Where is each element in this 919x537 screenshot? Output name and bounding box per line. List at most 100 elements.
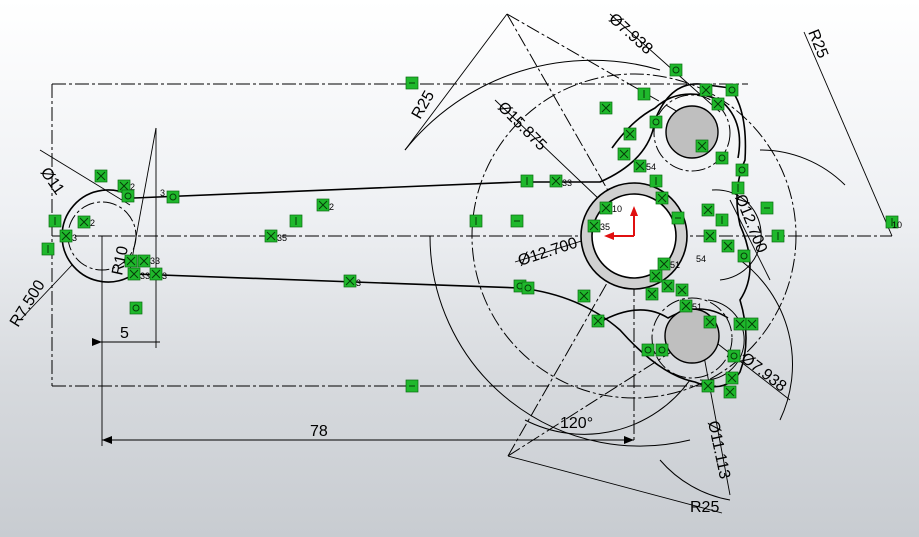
- coincident-relation-icon[interactable]: [745, 317, 759, 331]
- coincident-relation-icon[interactable]: [94, 169, 108, 183]
- coincident-relation-icon[interactable]: [577, 289, 591, 303]
- vertical-relation-icon[interactable]: [885, 215, 899, 229]
- tangent-relation-icon[interactable]: [715, 151, 729, 165]
- vertical-relation-icon[interactable]: [731, 181, 745, 195]
- vertical-relation-icon[interactable]: [469, 214, 483, 228]
- coincident-relation-icon[interactable]: [264, 229, 278, 243]
- coincident-relation-icon[interactable]: [127, 267, 141, 281]
- coincident-relation-icon[interactable]: [623, 127, 637, 141]
- coincident-relation-icon[interactable]: [733, 317, 747, 331]
- coincident-relation-icon[interactable]: [695, 139, 709, 153]
- tangent-relation-icon[interactable]: [655, 343, 669, 357]
- coincident-relation-icon[interactable]: [649, 269, 663, 283]
- dim-r7500[interactable]: R7.500: [7, 277, 49, 330]
- coincident-relation-icon[interactable]: [657, 257, 671, 271]
- horizontal-relation-icon[interactable]: [510, 214, 524, 228]
- svg-text:33: 33: [562, 178, 572, 188]
- dim-seventy-eight[interactable]: 78: [310, 423, 328, 440]
- dia11113-leader: [699, 334, 731, 496]
- coincident-relation-icon[interactable]: [599, 101, 613, 115]
- vertical-relation-icon[interactable]: [48, 214, 62, 228]
- coincident-relation-icon[interactable]: [675, 283, 689, 297]
- coincident-relation-icon[interactable]: [587, 219, 601, 233]
- vertical-relation-icon[interactable]: [715, 213, 729, 227]
- upper-angle-centerline[interactable]: [506, 13, 693, 121]
- tangent-relation-icon[interactable]: [521, 281, 535, 295]
- coincident-relation-icon[interactable]: [703, 315, 717, 329]
- horizontal-relation-icon[interactable]: [405, 76, 419, 90]
- coincident-relation-icon[interactable]: [343, 274, 357, 288]
- dim-dia-11113[interactable]: Ø11.113: [704, 419, 733, 480]
- coincident-relation-icon[interactable]: [721, 239, 735, 253]
- dim-dia-15875[interactable]: Ø15.875: [494, 99, 549, 154]
- dim-r25-left[interactable]: R25: [409, 88, 438, 122]
- dim-dia-12700-side[interactable]: Ø12.700: [731, 192, 770, 255]
- horizontal-relation-icon[interactable]: [760, 201, 774, 215]
- bottom-lobe-outline[interactable]: [599, 308, 729, 323]
- coincident-relation-icon[interactable]: [661, 279, 675, 293]
- tangent-relation-icon[interactable]: [166, 190, 180, 204]
- coincident-relation-icon[interactable]: [711, 97, 725, 111]
- vertical-relation-icon[interactable]: [637, 87, 651, 101]
- dim-dia-7938-top[interactable]: Ø7.938: [605, 10, 655, 58]
- coincident-relation-icon[interactable]: [703, 229, 717, 243]
- coincident-relation-icon[interactable]: [723, 385, 737, 399]
- coincident-relation-icon[interactable]: [701, 203, 715, 217]
- tangent-relation-icon[interactable]: [669, 63, 683, 77]
- dim-dia-7938-bottom[interactable]: Ø7.938: [738, 350, 790, 396]
- tangent-relation-icon[interactable]: [649, 115, 663, 129]
- vertical-relation-icon[interactable]: [289, 214, 303, 228]
- tangent-relation-icon[interactable]: [735, 163, 749, 177]
- tangent-relation-icon[interactable]: [725, 83, 739, 97]
- coincident-relation-icon[interactable]: [117, 179, 131, 193]
- coincident-relation-icon[interactable]: [655, 191, 669, 205]
- coincident-relation-icon[interactable]: [591, 314, 605, 328]
- coincident-relation-icon[interactable]: [599, 201, 613, 215]
- coincident-relation-icon[interactable]: [549, 174, 563, 188]
- vertical-relation-icon[interactable]: [771, 229, 785, 243]
- tangent-relation-icon[interactable]: [641, 343, 655, 357]
- dim-five[interactable]: 5: [120, 325, 129, 342]
- coincident-relation-icon[interactable]: [701, 379, 715, 393]
- horizontal-relation-icon[interactable]: [671, 211, 685, 225]
- coincident-relation-icon[interactable]: [316, 198, 330, 212]
- vertical-relation-icon[interactable]: [520, 174, 534, 188]
- coincident-relation-icon[interactable]: [699, 83, 713, 97]
- coincident-relation-icon[interactable]: [137, 254, 151, 268]
- dim-r25-top-right[interactable]: R25: [804, 27, 831, 61]
- dim-r25-bottom[interactable]: R25: [690, 499, 719, 516]
- coincident-relation-icon[interactable]: [149, 267, 163, 281]
- vertical-relation-icon[interactable]: [41, 242, 55, 256]
- dim-angle-120[interactable]: 120°: [560, 415, 593, 432]
- coincident-relation-icon[interactable]: [725, 371, 739, 385]
- arrowhead-5: [92, 338, 102, 346]
- coincident-relation-icon[interactable]: [77, 215, 91, 229]
- vertical-relation-icon[interactable]: [649, 174, 663, 188]
- horizontal-relation-icon[interactable]: [405, 379, 419, 393]
- lower-angle-centerline[interactable]: [507, 339, 691, 457]
- tangent-relation-icon[interactable]: [121, 189, 135, 203]
- coincident-relation-icon[interactable]: [679, 299, 693, 313]
- upper-arm-line[interactable]: [133, 181, 521, 199]
- dim-dia-12700[interactable]: Ø12.700: [516, 235, 580, 270]
- lower-arm-line[interactable]: [133, 273, 521, 289]
- tangent-relation-icon[interactable]: [727, 349, 741, 363]
- coincident-relation-icon[interactable]: [59, 229, 73, 243]
- coincident-relation-icon[interactable]: [633, 159, 647, 173]
- tangent-relation-icon[interactable]: [737, 249, 751, 263]
- svg-text:3: 3: [162, 271, 167, 281]
- svg-text:33: 33: [150, 256, 160, 266]
- tangent-relation-icon[interactable]: [129, 301, 143, 315]
- coincident-relation-icon[interactable]: [617, 147, 631, 161]
- top-lobe-outline[interactable]: [611, 93, 741, 159]
- dim-r10[interactable]: R10: [109, 244, 132, 276]
- r25-bottom-leader: [507, 455, 723, 514]
- pin-circle-bottom-construction[interactable]: [651, 297, 733, 379]
- right-body-outline[interactable]: [519, 83, 751, 388]
- top-pin-hole[interactable]: [665, 105, 719, 159]
- pin-circle-top-construction[interactable]: [653, 94, 731, 172]
- dim-dia-11[interactable]: Ø11: [37, 165, 68, 199]
- coincident-relation-icon[interactable]: [124, 254, 138, 268]
- coincident-relation-icon[interactable]: [645, 287, 659, 301]
